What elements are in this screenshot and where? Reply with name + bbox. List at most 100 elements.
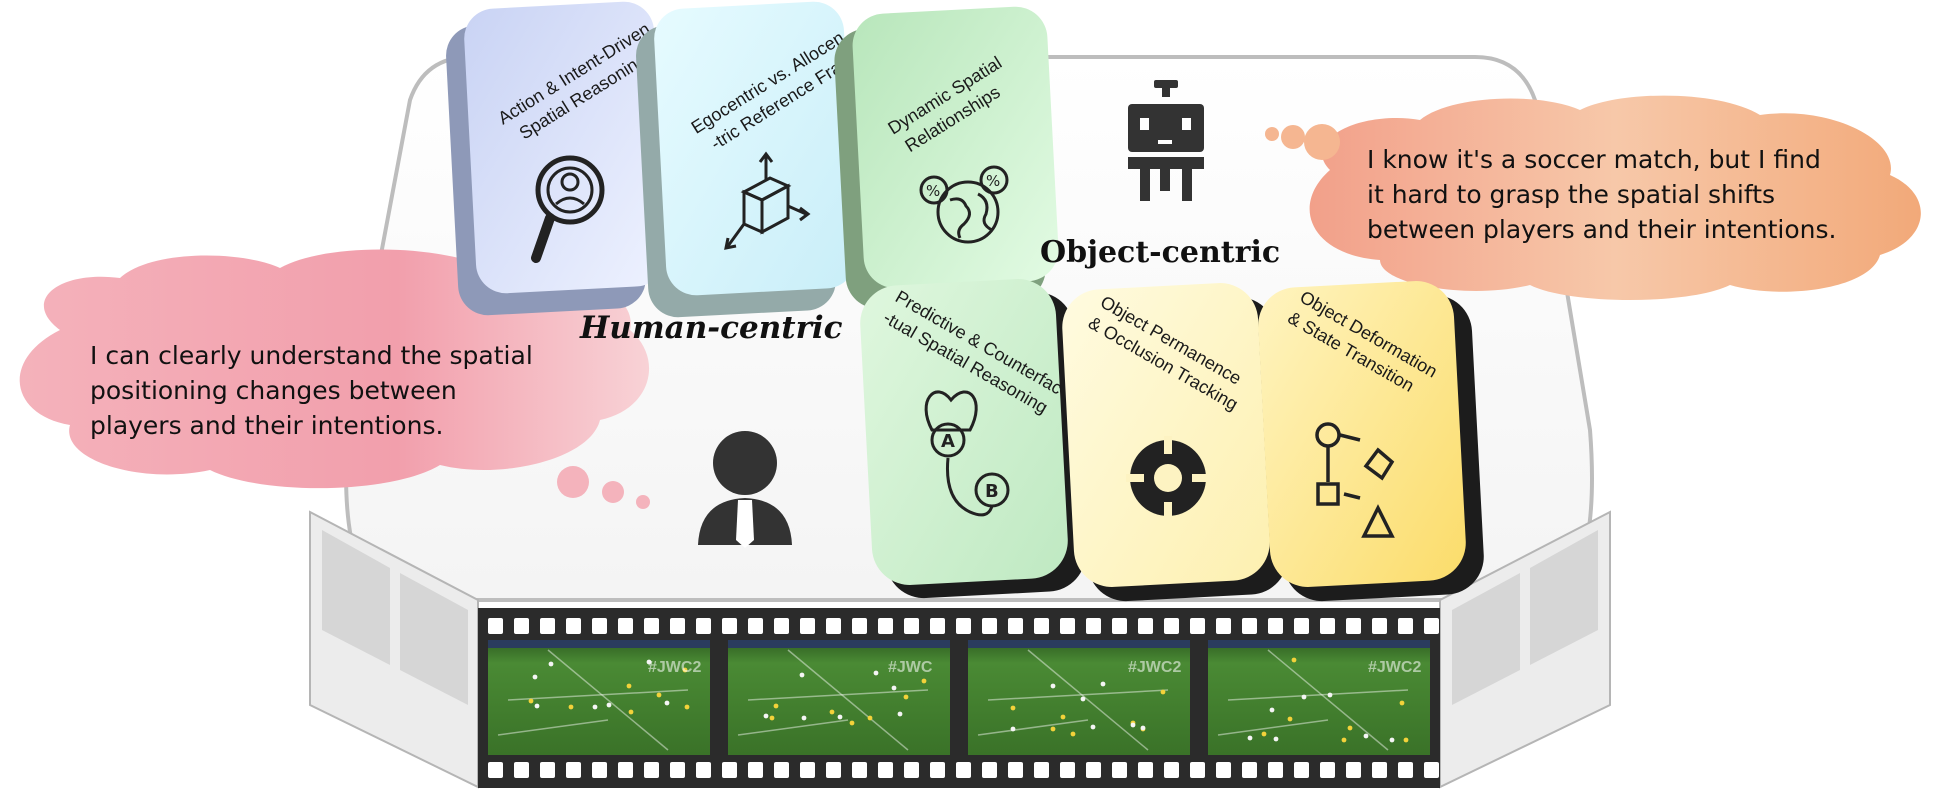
film-wing-left xyxy=(309,510,479,789)
target-occlusion-icon xyxy=(1126,436,1210,520)
film-sprocket-hole xyxy=(852,762,867,778)
film-sprocket-hole xyxy=(930,762,945,778)
film-sprocket-hole xyxy=(748,618,763,634)
film-sprocket-hole xyxy=(696,762,711,778)
film-sprocket-hole xyxy=(1294,762,1309,778)
film-sprocket-hole xyxy=(1346,618,1361,634)
film-sprocket-hole xyxy=(1242,762,1257,778)
svg-text:B: B xyxy=(985,481,999,502)
tile-predictive: Predictive & Counterfac -tual Spatial Re… xyxy=(860,279,1086,599)
film-sprocket-hole xyxy=(722,618,737,634)
film-frame-watermark: #JWC2 xyxy=(1128,659,1181,676)
svg-text:A: A xyxy=(941,431,955,452)
film-sprockets-bottom xyxy=(488,762,1439,778)
search-person-icon xyxy=(531,155,605,263)
film-sprocket-hole xyxy=(1008,762,1023,778)
film-sprocket-hole xyxy=(982,618,997,634)
film-sprocket-hole xyxy=(1320,618,1335,634)
film-frame: #JWC2 xyxy=(488,640,710,755)
film-sprocket-hole xyxy=(852,618,867,634)
film-sprocket-hole xyxy=(1190,762,1205,778)
film-sprocket-hole xyxy=(904,762,919,778)
film-sprocket-hole xyxy=(1242,618,1257,634)
film-sprocket-hole xyxy=(1216,618,1231,634)
film-sprocket-hole xyxy=(514,618,529,634)
film-sprocket-hole xyxy=(592,618,607,634)
film-sprocket-hole xyxy=(956,762,971,778)
film-sprocket-hole xyxy=(618,762,633,778)
film-sprocket-hole xyxy=(956,618,971,634)
film-sprocket-hole xyxy=(1372,618,1387,634)
film-sprocket-hole xyxy=(1372,762,1387,778)
film-sprocket-hole xyxy=(1164,618,1179,634)
tile-deformation: Object Deformation & State Transition xyxy=(1258,281,1484,602)
film-sprocket-hole xyxy=(566,762,581,778)
human-bubble-line-3: players and their intentions. xyxy=(90,411,443,440)
film-sprocket-hole xyxy=(1346,762,1361,778)
film-frame: #JWC2 xyxy=(968,640,1190,755)
film-sprocket-hole xyxy=(1086,618,1101,634)
film-sprocket-hole xyxy=(488,618,503,634)
film-sprocket-hole xyxy=(1112,762,1127,778)
film-sprocket-hole xyxy=(1060,762,1075,778)
film-frame-watermark: #JWC2 xyxy=(648,659,701,676)
human-centric-heading: Human-centric xyxy=(579,310,843,346)
robot-icon xyxy=(1128,80,1204,201)
film-sprocket-hole xyxy=(904,618,919,634)
film-wing-right xyxy=(1439,510,1611,789)
film-sprocket-hole xyxy=(670,762,685,778)
film-sprockets-top xyxy=(488,618,1439,634)
film-sprocket-hole xyxy=(566,618,581,634)
film-sprocket-hole xyxy=(540,618,555,634)
film-sprocket-hole xyxy=(878,762,893,778)
film-sprocket-hole xyxy=(1268,618,1283,634)
film-sprocket-hole xyxy=(1138,762,1153,778)
robot-speech-bubble: I know it's a soccer match, but I find i… xyxy=(1265,95,1921,300)
film-sprocket-hole xyxy=(1008,618,1023,634)
robot-bubble-line-1: I know it's a soccer match, but I find xyxy=(1367,145,1821,174)
film-sprocket-hole xyxy=(982,762,997,778)
film-sprocket-hole xyxy=(696,618,711,634)
film-sprocket-hole xyxy=(1112,618,1127,634)
film-sprocket-hole xyxy=(722,762,737,778)
film-sprocket-hole xyxy=(1190,618,1205,634)
human-bubble-line-1: I can clearly understand the spatial xyxy=(90,341,533,370)
film-sprocket-hole xyxy=(1398,618,1413,634)
film-sprocket-hole xyxy=(670,618,685,634)
film-sprocket-hole xyxy=(1424,618,1439,634)
film-frame-watermark: #JWC xyxy=(888,659,933,676)
tile-permanence: Object Permanence & Occlusion Tracking xyxy=(1062,283,1288,602)
globe-percent-icon: % % xyxy=(919,165,1009,244)
film-sprocket-hole xyxy=(878,618,893,634)
path-a-to-b-icon: A B xyxy=(924,390,1010,517)
film-sprocket-hole xyxy=(800,618,815,634)
film-sprocket-hole xyxy=(1398,762,1413,778)
film-sprocket-hole xyxy=(488,762,503,778)
object-centric-heading: Object-centric xyxy=(1040,235,1280,270)
svg-text:%: % xyxy=(926,182,940,200)
film-sprocket-hole xyxy=(618,618,633,634)
film-sprocket-hole xyxy=(800,762,815,778)
film-sprocket-hole xyxy=(774,618,789,634)
film-sprocket-hole xyxy=(644,618,659,634)
film-frame-watermark: #JWC2 xyxy=(1368,659,1421,676)
robot-bubble-line-3: between players and their intentions. xyxy=(1367,215,1836,244)
robot-bubble-line-2: it hard to grasp the spatial shifts xyxy=(1367,180,1775,209)
person-icon xyxy=(698,431,792,548)
film-sprocket-hole xyxy=(1034,762,1049,778)
film-sprocket-hole xyxy=(592,762,607,778)
film-sprocket-hole xyxy=(826,618,841,634)
shape-transition-icon xyxy=(1315,422,1395,538)
film-sprocket-hole xyxy=(1086,762,1101,778)
film-sprocket-hole xyxy=(1294,618,1309,634)
film-sprocket-hole xyxy=(1216,762,1231,778)
cube-axes-icon xyxy=(724,151,811,250)
film-sprocket-hole xyxy=(540,762,555,778)
film-sprocket-hole xyxy=(1320,762,1335,778)
film-sprocket-hole xyxy=(1268,762,1283,778)
film-sprocket-hole xyxy=(930,618,945,634)
svg-text:%: % xyxy=(986,172,1000,190)
film-sprocket-hole xyxy=(1138,618,1153,634)
film-sprocket-hole xyxy=(1164,762,1179,778)
